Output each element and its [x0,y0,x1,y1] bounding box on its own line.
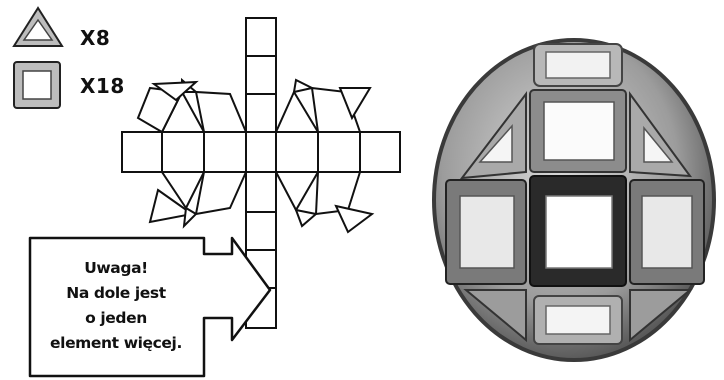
net-arm-upper-left [138,80,246,132]
assembled-model-photo [434,40,714,360]
square-piece-icon [14,62,60,108]
net-arm-upper-right [276,80,370,132]
net-arm-lower-right [276,172,372,232]
triangle-count-label: X8 [80,26,110,50]
square-count-label: X18 [80,74,125,98]
note-line-4: element więcej. [50,331,182,356]
note-line-3: o jeden [85,306,147,331]
net-arm-lower-left [150,172,246,226]
note-line-2: Na dole jest [66,281,165,306]
triangle-piece-icon [14,8,62,46]
note-text-block: Uwaga! Na dole jest o jeden element więc… [28,237,204,375]
note-line-1: Uwaga! [84,256,148,281]
